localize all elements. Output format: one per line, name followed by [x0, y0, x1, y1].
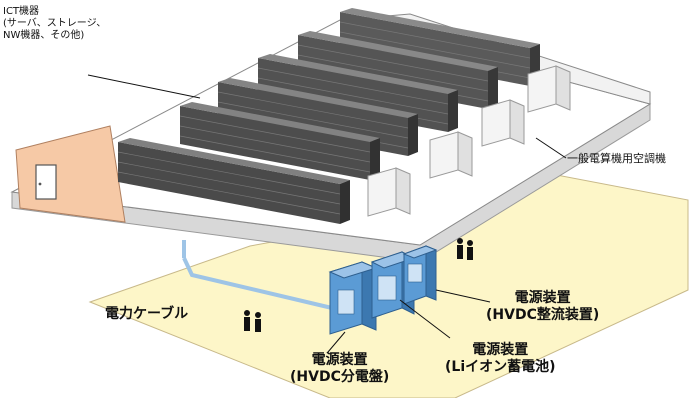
door-icon	[35, 164, 57, 200]
left-wall	[15, 125, 126, 223]
battery-label: 電源装置 (Liイオン蓄電池)	[445, 342, 556, 376]
people-icon	[457, 238, 473, 260]
hvdc-rectifier-label: 電源装置 (HVDC整流装置)	[486, 290, 599, 324]
air-conditioner-unit	[527, 65, 571, 113]
air-conditioner-unit	[481, 99, 525, 147]
ict-label-line1: ICT機器	[3, 6, 40, 17]
hvdc-rectifier-label-line1: 電源装置	[514, 290, 571, 306]
hvdc-panel-label-line1: 電源装置	[311, 352, 368, 368]
air-conditioner-unit	[367, 167, 411, 217]
battery-label-line2: (Liイオン蓄電池)	[445, 358, 556, 375]
server-rack-row	[179, 102, 380, 180]
ict-equipment-label: ICT機器 (サーバ、ストレージ、 NW機器、その他)	[3, 6, 106, 42]
server-rack-row	[117, 138, 350, 224]
ict-label-line2: (サーバ、ストレージ、	[3, 18, 107, 29]
air-conditioner-unit	[429, 131, 473, 179]
people-icon	[244, 310, 261, 332]
aircon-label: 一般電算機用空調機	[567, 152, 666, 165]
ict-label-line3: NW機器、その他)	[3, 30, 85, 41]
hvdc-distribution-panel	[328, 261, 378, 335]
leader-lines	[87, 74, 567, 353]
power-cable-label: 電力ケーブル	[105, 306, 189, 322]
hvdc-panel-label: 電源装置 (HVDC分電盤)	[290, 352, 389, 386]
hvdc-rectifier	[402, 245, 438, 305]
battery-label-line1: 電源装置	[472, 342, 529, 358]
power-cable	[182, 257, 333, 310]
hvdc-panel-label-line2: (HVDC分電盤)	[290, 368, 390, 385]
hvdc-rectifier-label-line2: (HVDC整流装置)	[486, 306, 600, 323]
